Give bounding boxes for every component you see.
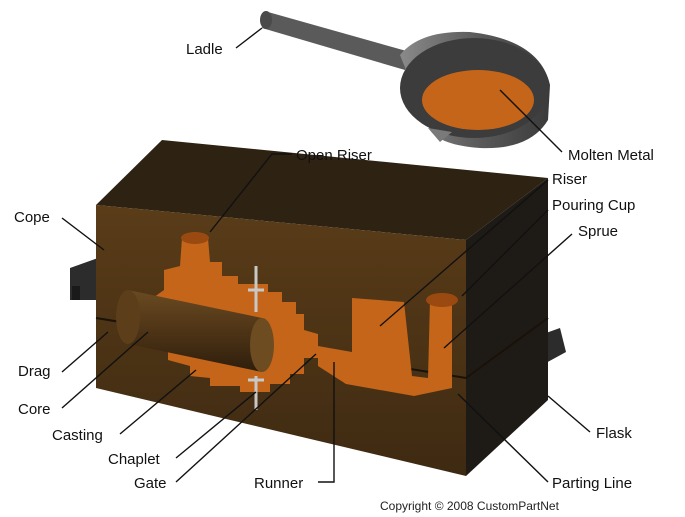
ladle-handle-end <box>260 11 272 29</box>
mold-side-face <box>466 178 548 476</box>
molten-metal-surface <box>422 70 534 130</box>
ladle-handle <box>262 12 410 70</box>
core <box>128 290 262 372</box>
pouring-cup <box>426 293 458 307</box>
labels: Ladle Molten Metal Open Riser Riser Pour… <box>14 41 654 513</box>
label-parting-line: Parting Line <box>552 475 632 492</box>
leader-lines <box>61 27 591 483</box>
ladle-spout <box>428 128 452 142</box>
ladle <box>260 11 550 149</box>
label-chaplet: Chaplet <box>108 451 161 468</box>
label-open-riser: Open Riser <box>296 147 372 164</box>
label-riser: Riser <box>552 171 587 188</box>
label-flask: Flask <box>596 425 632 442</box>
label-pouring-cup: Pouring Cup <box>552 197 635 214</box>
core-end-right <box>250 318 274 372</box>
label-ladle: Ladle <box>186 41 223 58</box>
label-cope: Cope <box>14 209 50 226</box>
label-runner: Runner <box>254 475 303 492</box>
mold-top-face <box>96 140 548 240</box>
copyright-notice: Copyright © 2008 CustomPartNet <box>380 499 560 513</box>
runner-riser-sprue <box>318 298 452 396</box>
chaplet <box>248 266 264 410</box>
label-casting: Casting <box>52 427 103 444</box>
flask-pin-left <box>72 286 80 300</box>
open-riser-top <box>181 232 209 244</box>
mold-flask <box>70 140 566 476</box>
label-core: Core <box>18 401 51 418</box>
label-drag: Drag <box>18 363 51 380</box>
label-molten-metal: Molten Metal <box>568 147 654 164</box>
core-end-left <box>116 290 140 344</box>
label-gate: Gate <box>134 475 167 492</box>
label-sprue: Sprue <box>578 223 618 240</box>
